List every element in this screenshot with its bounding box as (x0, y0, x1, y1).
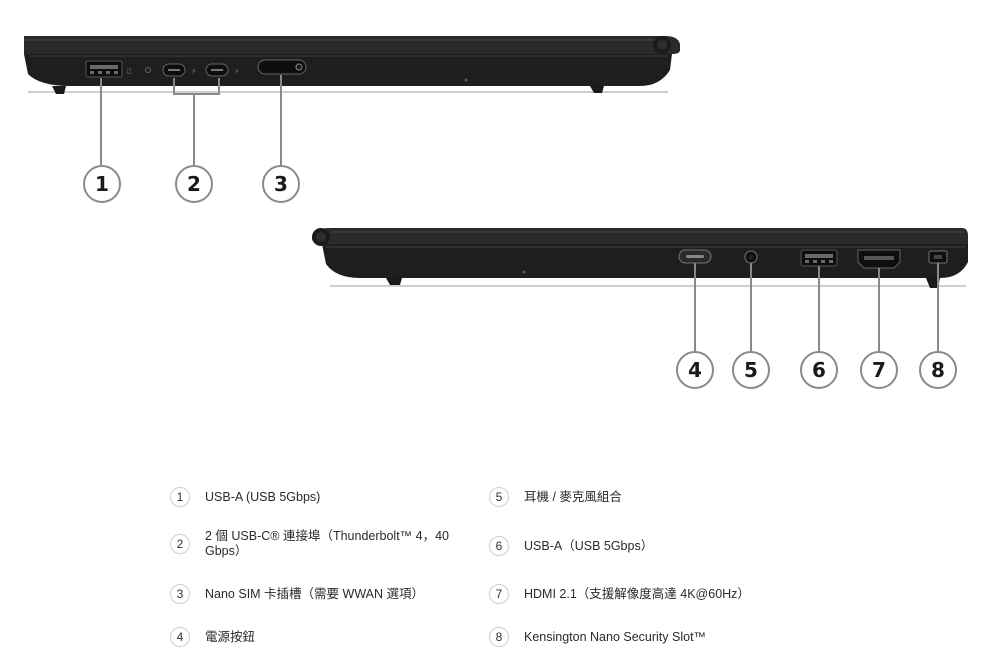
legend-label: Kensington Nano Security Slot™ (524, 629, 707, 644)
svg-text:5: 5 (744, 358, 758, 382)
callout-3: 3 (262, 165, 300, 203)
port-nano-sim (257, 59, 307, 75)
legend-number: 5 (489, 487, 509, 507)
port-usb-a-right (800, 249, 838, 267)
port-usb-c-2 (205, 63, 229, 77)
port-usb-c-1 (162, 63, 186, 77)
svg-text:4: 4 (688, 358, 702, 382)
callout-5: 5 (732, 351, 770, 389)
legend-item-4: 4 電源按鈕 (170, 627, 460, 647)
legend-label: 耳機 / 麥克風組合 (524, 489, 622, 504)
leader-lines-top (100, 75, 282, 166)
svg-text:3: 3 (274, 172, 288, 196)
callout-4: 4 (676, 351, 714, 389)
legend-label: USB-A（USB 5Gbps） (524, 538, 654, 553)
legend-label: 電源按鈕 (205, 629, 256, 644)
legend-label: Nano SIM 卡插槽（需要 WWAN 選項） (205, 586, 424, 601)
callout-7: 7 (860, 351, 898, 389)
legend-label: HDMI 2.1（支援解像度高達 4K@60Hz） (524, 586, 750, 601)
svg-text:⚡: ⚡ (234, 67, 240, 76)
port-power-button (678, 249, 712, 264)
legend-item-3: 3 Nano SIM 卡插槽（需要 WWAN 選項） (170, 584, 460, 604)
svg-text:▯: ▯ (127, 66, 131, 75)
legend-item-6: 6 USB-A（USB 5Gbps） (489, 536, 779, 556)
callout-8: 8 (919, 351, 957, 389)
svg-text:6: 6 (812, 358, 826, 382)
legend-label: USB-A (USB 5Gbps) (205, 489, 321, 504)
legend-item-2: 2 2 個 USB-C® 連接埠（Thunderbolt™ 4，40 Gbps） (170, 529, 460, 559)
port-audio-jack (744, 250, 758, 264)
port-diagram: ▯ ⚡ ⚡ 1 2 3 (24, 36, 968, 389)
legend-item-7: 7 HDMI 2.1（支援解像度高達 4K@60Hz） (489, 584, 779, 604)
callout-1: 1 (83, 165, 121, 203)
port-kensington-slot (928, 250, 948, 264)
legend-number: 3 (170, 584, 190, 604)
svg-text:7: 7 (872, 358, 886, 382)
legend-number: 8 (489, 627, 509, 647)
svg-text:⚡: ⚡ (191, 67, 197, 76)
legend-number: 4 (170, 627, 190, 647)
legend-number: 2 (170, 534, 190, 554)
legend-label: 2 個 USB-C® 連接埠（Thunderbolt™ 4，40 Gbps） (205, 529, 450, 558)
laptop-left-side (24, 36, 680, 94)
callout-2: 2 (175, 165, 213, 203)
leader-lines-bottom (694, 263, 939, 352)
svg-text:2: 2 (187, 172, 201, 196)
port-hdmi (857, 249, 901, 269)
svg-text:8: 8 (931, 358, 945, 382)
callout-6: 6 (800, 351, 838, 389)
legend-item-5: 5 耳機 / 麥克風組合 (489, 487, 779, 507)
svg-text:1: 1 (95, 172, 109, 196)
legend-item-8: 8 Kensington Nano Security Slot™ (489, 627, 779, 647)
legend-number: 6 (489, 536, 509, 556)
legend-number: 1 (170, 487, 190, 507)
legend-item-1: 1 USB-A (USB 5Gbps) (170, 487, 460, 507)
port-usb-a-left (85, 60, 123, 78)
legend-number: 7 (489, 584, 509, 604)
